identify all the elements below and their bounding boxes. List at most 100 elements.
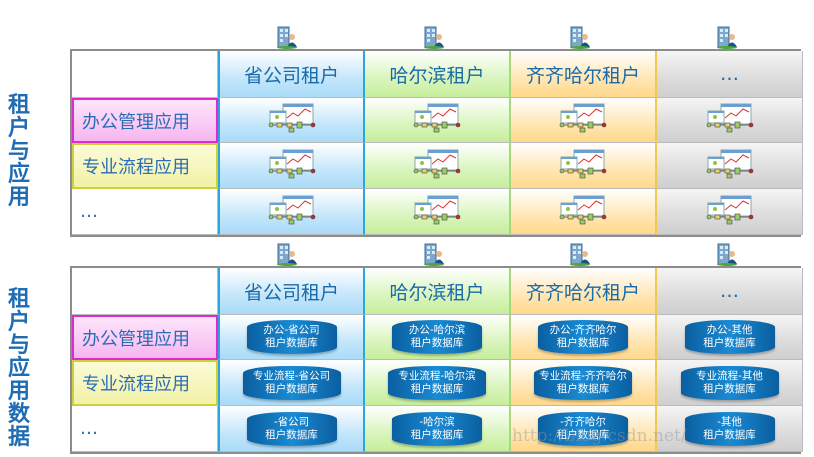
database-cylinder: -哈尔滨租户数据库 — [392, 411, 482, 446]
workflow-app-icon — [412, 149, 462, 183]
database-label: 办公-其他 — [706, 324, 753, 336]
building-tenant-icon — [569, 25, 591, 49]
grid-cell — [218, 189, 365, 235]
database-label: 租户数据库 — [265, 382, 318, 395]
row-label: … — [72, 189, 218, 235]
row-label: … — [72, 406, 218, 452]
grid-cell: -其他租户数据库 — [657, 406, 803, 452]
database-label: 租户数据库 — [703, 382, 756, 395]
building-tenant-icon — [716, 25, 738, 49]
grid-cell — [365, 189, 511, 235]
section1-side-label: 租户与应用 — [7, 93, 30, 210]
grid-cell: -哈尔滨租户数据库 — [365, 406, 511, 452]
grid-cell — [511, 98, 657, 143]
column-header: … — [657, 268, 803, 315]
grid-cell: 专业流程-哈尔滨租户数据库 — [365, 360, 511, 406]
building-tenant-icon — [569, 242, 591, 266]
grid-cell: 专业流程-其他租户数据库 — [657, 360, 803, 406]
tenant-application-grid: 省公司租户哈尔滨租户齐齐哈尔租户…办公管理应用专业流程应用… — [70, 49, 803, 237]
grid-cell: 专业流程-省公司租户数据库 — [218, 360, 365, 406]
database-cylinder: 办公-哈尔滨租户数据库 — [392, 320, 482, 354]
watermark: http://blog.csdn.net/ — [512, 426, 687, 446]
database-label: 办公-哈尔滨 — [408, 324, 466, 336]
tenant-data-grid: 省公司租户哈尔滨租户齐齐哈尔租户…办公管理应用办公-省公司租户数据库办公-哈尔滨… — [70, 266, 803, 454]
workflow-app-icon — [705, 195, 755, 229]
grid-cell — [365, 98, 511, 143]
column-header: 省公司租户 — [218, 268, 365, 315]
corner-cell — [72, 268, 218, 315]
row-label: 专业流程应用 — [72, 143, 218, 189]
grid-cell — [657, 189, 803, 235]
database-label: 租户数据库 — [410, 382, 464, 395]
grid-cell: 办公-哈尔滨租户数据库 — [365, 315, 511, 360]
grid-cell: 专业流程-齐齐哈尔租户数据库 — [511, 360, 657, 406]
database-label: 专业流程-哈尔滨 — [398, 369, 476, 382]
database-label: 租户数据库 — [703, 337, 756, 349]
database-cylinder: 专业流程-省公司租户数据库 — [242, 365, 341, 400]
grid-cell — [657, 143, 803, 189]
database-label: -其他 — [717, 415, 742, 428]
database-label: 租户数据库 — [410, 428, 464, 441]
grid-cell: 办公-省公司租户数据库 — [218, 315, 365, 360]
workflow-app-icon — [705, 103, 755, 137]
database-cylinder: 专业流程-哈尔滨租户数据库 — [388, 365, 486, 400]
workflow-app-icon — [267, 103, 317, 137]
workflow-app-icon — [412, 103, 462, 137]
grid-cell: -省公司租户数据库 — [218, 406, 365, 452]
grid-cell — [218, 143, 365, 189]
column-header: 哈尔滨租户 — [365, 268, 511, 315]
database-label: 专业流程-其他 — [696, 369, 763, 382]
database-label: 租户数据库 — [556, 428, 610, 441]
database-label: 租户数据库 — [703, 428, 756, 441]
database-label: 租户数据库 — [410, 337, 464, 349]
database-label: 专业流程-省公司 — [252, 369, 331, 382]
column-header: 齐齐哈尔租户 — [511, 51, 657, 98]
grid-cell: 办公-齐齐哈尔租户数据库 — [511, 315, 657, 360]
column-header: … — [657, 51, 803, 98]
database-cylinder: 办公-齐齐哈尔租户数据库 — [538, 320, 628, 354]
database-label: 专业流程-齐齐哈尔 — [539, 369, 627, 382]
database-label: 办公-齐齐哈尔 — [549, 324, 617, 336]
database-label: 租户数据库 — [265, 428, 318, 441]
database-label: 租户数据库 — [265, 337, 318, 349]
database-label: 租户数据库 — [556, 337, 610, 349]
grid-cell — [657, 98, 803, 143]
workflow-app-icon — [705, 149, 755, 183]
building-tenant-icon — [276, 242, 298, 266]
database-cylinder: -其他租户数据库 — [684, 411, 775, 446]
workflow-app-icon — [558, 195, 608, 229]
workflow-app-icon — [558, 103, 608, 137]
row-label: 办公管理应用 — [72, 98, 218, 143]
column-header: 齐齐哈尔租户 — [511, 268, 657, 315]
database-cylinder: 办公-省公司租户数据库 — [246, 320, 337, 354]
grid-cell — [365, 143, 511, 189]
grid-cell: -齐齐哈尔租户数据库 — [511, 406, 657, 452]
building-tenant-icon — [423, 25, 445, 49]
database-label: 办公-省公司 — [263, 324, 320, 336]
workflow-app-icon — [558, 149, 608, 183]
building-tenant-icon — [716, 242, 738, 266]
row-label: 办公管理应用 — [72, 315, 218, 360]
section2-side-label: 租户与应用数据 — [7, 287, 30, 450]
workflow-app-icon — [267, 195, 317, 229]
database-label: -齐齐哈尔 — [560, 415, 606, 428]
database-label: -省公司 — [273, 415, 310, 428]
database-cylinder: -省公司租户数据库 — [246, 411, 337, 446]
database-cylinder: 专业流程-其他租户数据库 — [680, 365, 779, 400]
row-label: 专业流程应用 — [72, 360, 218, 406]
corner-cell — [72, 51, 218, 98]
database-cylinder: 专业流程-齐齐哈尔租户数据库 — [534, 365, 632, 400]
column-header: 哈尔滨租户 — [365, 51, 511, 98]
building-tenant-icon — [423, 242, 445, 266]
column-header: 省公司租户 — [218, 51, 365, 98]
database-cylinder: -齐齐哈尔租户数据库 — [538, 411, 628, 446]
database-cylinder: 办公-其他租户数据库 — [684, 320, 775, 354]
building-tenant-icon — [276, 25, 298, 49]
workflow-app-icon — [267, 149, 317, 183]
grid-cell — [511, 143, 657, 189]
workflow-app-icon — [412, 195, 462, 229]
grid-cell — [218, 98, 365, 143]
database-label: 租户数据库 — [556, 382, 610, 395]
grid-cell — [511, 189, 657, 235]
database-label: -哈尔滨 — [419, 415, 455, 428]
